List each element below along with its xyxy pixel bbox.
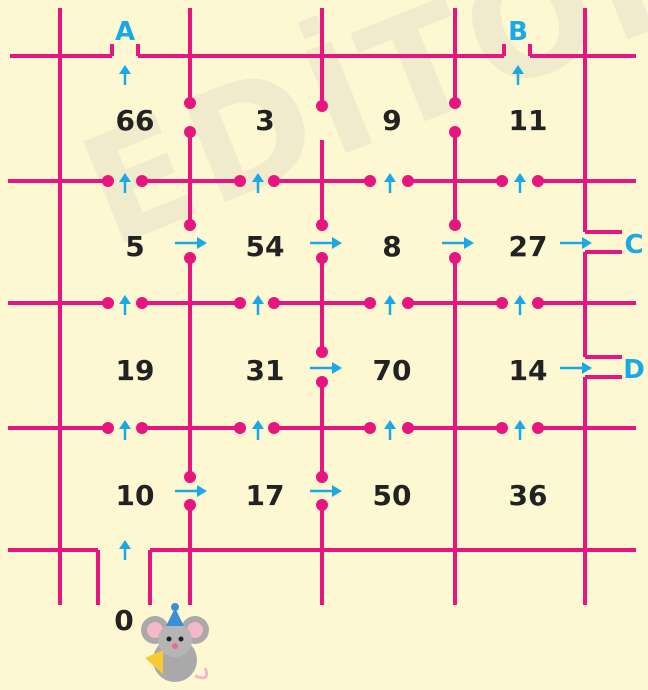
arrow-right-icon — [560, 362, 592, 374]
arrow-up-icon — [119, 295, 131, 315]
arrow-right-icon — [442, 237, 474, 249]
cell-number: 9 — [382, 104, 401, 137]
cell-number: 5 — [125, 230, 144, 263]
cell-number: 36 — [509, 479, 548, 512]
wall-end-dot — [136, 297, 148, 309]
wall-end-dot — [184, 471, 196, 483]
wall-end-dot — [496, 422, 508, 434]
wall-end-dot — [364, 422, 376, 434]
wall-end-dot — [234, 297, 246, 309]
wall-end-dot — [136, 422, 148, 434]
wall-end-dot — [102, 297, 114, 309]
wall-end-dot — [316, 100, 328, 112]
arrow-up-icon — [119, 540, 131, 560]
arrow-right-icon — [310, 237, 342, 249]
wall-end-dot — [102, 422, 114, 434]
arrow-right-icon — [175, 485, 207, 497]
wall-end-dot — [402, 422, 414, 434]
wall-end-dot — [449, 97, 461, 109]
wall-end-dot — [136, 175, 148, 187]
cell-number: 54 — [246, 230, 285, 263]
arrow-up-icon — [384, 173, 396, 193]
arrow-up-icon — [119, 173, 131, 193]
wall-end-dot — [268, 422, 280, 434]
exit-label-b: B — [508, 17, 528, 47]
exit-label-d: D — [623, 355, 645, 385]
arrow-right-icon — [310, 362, 342, 374]
arrow-up-icon — [514, 420, 526, 440]
wall-end-dot — [364, 297, 376, 309]
wall-end-dot — [532, 175, 544, 187]
wall-end-dot — [532, 297, 544, 309]
wall-end-dot — [268, 297, 280, 309]
arrow-up-icon — [252, 420, 264, 440]
wall-end-dot — [268, 175, 280, 187]
exit-label-c: C — [624, 230, 643, 260]
arrow-up-icon — [514, 173, 526, 193]
wall-end-dot — [102, 175, 114, 187]
wall-end-dot — [234, 422, 246, 434]
arrow-up-icon — [514, 295, 526, 315]
wall-end-dot — [496, 297, 508, 309]
wall-end-dot — [496, 175, 508, 187]
wall-end-dot — [402, 175, 414, 187]
cell-number: 31 — [246, 354, 285, 387]
arrow-right-icon — [560, 237, 592, 249]
arrow-up-icon — [119, 65, 131, 85]
start-number: 0 — [114, 604, 133, 637]
wall-end-dot — [532, 422, 544, 434]
wall-end-dot — [364, 175, 376, 187]
cell-number: 70 — [373, 354, 412, 387]
cell-number: 66 — [116, 104, 155, 137]
cell-number: 27 — [509, 230, 548, 263]
wall-end-dot — [234, 175, 246, 187]
arrow-right-icon — [310, 485, 342, 497]
wall-end-dot — [316, 346, 328, 358]
arrow-up-icon — [252, 173, 264, 193]
arrow-up-icon — [512, 65, 524, 85]
wall-end-dot — [184, 219, 196, 231]
cell-number: 50 — [373, 479, 412, 512]
wall-end-dot — [316, 471, 328, 483]
arrow-up-icon — [119, 420, 131, 440]
mouse-with-cheese-icon — [141, 603, 209, 682]
cell-number: 17 — [246, 479, 285, 512]
cell-number: 11 — [509, 104, 548, 137]
cell-number: 19 — [116, 354, 155, 387]
wall-end-dot — [402, 297, 414, 309]
arrow-up-icon — [384, 295, 396, 315]
arrow-up-icon — [252, 295, 264, 315]
cell-number: 3 — [255, 104, 274, 137]
cell-number: 10 — [116, 479, 155, 512]
wall-end-dot — [449, 219, 461, 231]
arrow-up-icon — [384, 420, 396, 440]
cell-number: 8 — [382, 230, 401, 263]
arrow-right-icon — [175, 237, 207, 249]
wall-end-dot — [184, 97, 196, 109]
exit-label-a: A — [115, 17, 135, 47]
cell-number: 14 — [509, 354, 548, 387]
